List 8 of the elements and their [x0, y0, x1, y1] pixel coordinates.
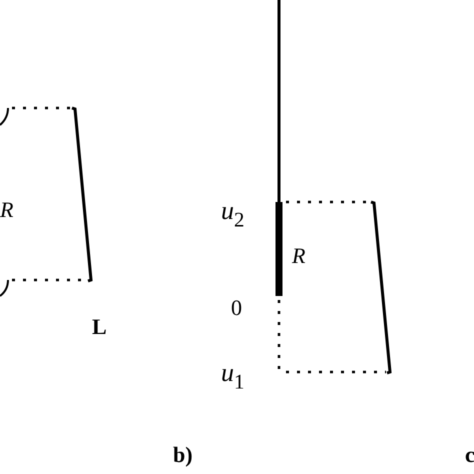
- variable-label: u$_{2}$: [221, 198, 244, 232]
- panel-label: b): [173, 444, 193, 466]
- variable-label: R: [0, 199, 14, 221]
- variable-label: u$_{1}$: [221, 360, 244, 394]
- tick-label: 0: [231, 297, 242, 319]
- variable-label: R: [292, 245, 306, 267]
- panel-label: L: [92, 316, 107, 338]
- panel-label: c: [465, 444, 474, 466]
